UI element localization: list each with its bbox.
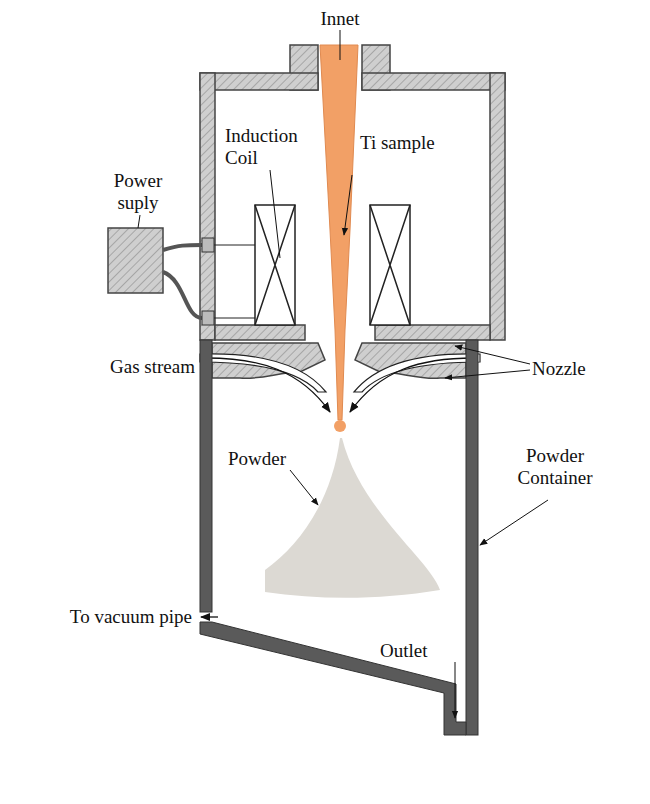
power-supply-box <box>108 228 163 293</box>
melt-drop <box>334 420 346 432</box>
part-label: Innet <box>305 8 375 30</box>
part-label: Powder Container <box>510 445 600 489</box>
part-label: Powder <box>228 448 318 470</box>
part-label: Ti sample <box>360 132 470 154</box>
part-label: To vacuum pipe <box>32 606 192 628</box>
part-label: Outlet <box>380 640 460 662</box>
part-label: Power suply <box>98 170 178 214</box>
leader-line <box>138 30 548 718</box>
power-cable <box>163 245 202 318</box>
part-label: Gas stream <box>75 356 195 378</box>
part-label: Induction Coil <box>225 125 315 169</box>
part-label: Nozzle <box>532 358 632 380</box>
coil-wire <box>214 245 255 318</box>
vacuum-arrow <box>201 616 218 617</box>
ti-sample <box>320 45 358 420</box>
powder-plume <box>265 438 440 598</box>
feedthrough <box>202 238 214 325</box>
